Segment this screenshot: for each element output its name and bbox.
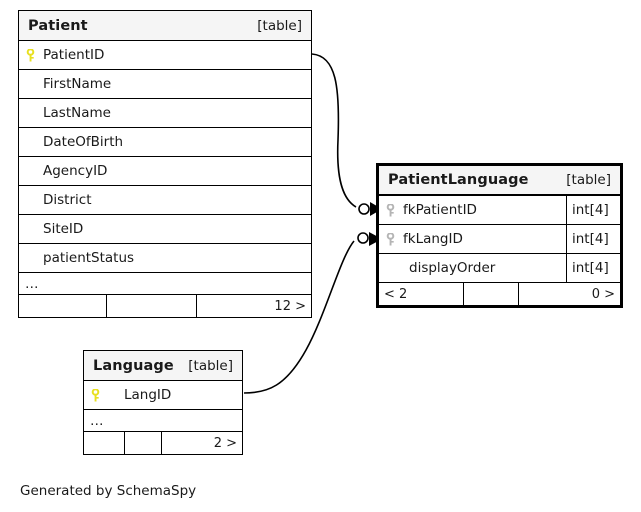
more-columns-indicator: …	[84, 410, 242, 432]
table-row[interactable]: patientStatus	[19, 244, 311, 273]
column-name: PatientID	[43, 47, 105, 63]
footer-cell-parents[interactable]	[84, 432, 125, 454]
cardinality-zero-marker	[358, 203, 370, 215]
table-header-patientlanguage[interactable]: PatientLanguage [table]	[379, 166, 620, 196]
column-name: LangID	[124, 387, 172, 403]
foreign-key-icon	[379, 232, 401, 246]
table-footer: 12 >	[19, 295, 311, 317]
column-name: DateOfBirth	[43, 134, 124, 150]
table-footer: 2 >	[84, 432, 242, 454]
table-title: PatientLanguage	[388, 172, 529, 188]
column-name: SiteID	[43, 221, 84, 237]
generated-by-caption: Generated by SchemaSpy	[20, 483, 197, 499]
footer-cell-middle[interactable]	[464, 283, 519, 305]
table-node-language[interactable]: Language [table] LangID … 2 >	[83, 350, 243, 455]
table-node-patient[interactable]: Patient [table] PatientID FirstName Last…	[18, 10, 312, 318]
table-row[interactable]: fkLangID int[4]	[379, 225, 620, 254]
table-node-patientlanguage[interactable]: PatientLanguage [table] fkPatientID int[…	[376, 163, 623, 308]
table-row[interactable]: AgencyID	[19, 157, 311, 186]
column-name: District	[43, 192, 92, 208]
foreign-key-icon	[379, 203, 401, 217]
table-header-language[interactable]: Language [table]	[84, 351, 242, 381]
table-type-tag: [table]	[188, 357, 233, 374]
table-row[interactable]: PatientID	[19, 41, 311, 70]
table-type-tag: [table]	[566, 172, 611, 188]
table-row[interactable]: SiteID	[19, 215, 311, 244]
column-name: FirstName	[43, 76, 112, 92]
footer-cell-children[interactable]: 0 >	[591, 286, 615, 302]
column-type: int[4]	[566, 196, 620, 224]
footer-cell-middle[interactable]	[107, 295, 197, 317]
more-columns-indicator: …	[19, 273, 311, 295]
table-row[interactable]: LangID	[84, 381, 242, 410]
column-type: int[4]	[566, 225, 620, 253]
column-name: AgencyID	[43, 163, 108, 179]
table-type-tag: [table]	[257, 17, 302, 34]
table-row[interactable]: displayOrder int[4]	[379, 254, 620, 283]
column-type: int[4]	[566, 254, 620, 282]
cardinality-zero-marker	[357, 232, 369, 244]
primary-key-icon	[84, 388, 106, 402]
table-title: Patient	[28, 17, 88, 34]
column-name: LastName	[43, 105, 111, 121]
column-name: fkPatientID	[403, 202, 477, 218]
table-row[interactable]: District	[19, 186, 311, 215]
table-row[interactable]: fkPatientID int[4]	[379, 196, 620, 225]
table-header-patient[interactable]: Patient [table]	[19, 11, 311, 41]
column-name: patientStatus	[43, 250, 135, 266]
table-title: Language	[93, 357, 174, 374]
footer-cell-middle[interactable]	[125, 432, 162, 454]
column-name: fkLangID	[403, 231, 463, 247]
column-name: displayOrder	[409, 260, 496, 276]
table-row[interactable]: DateOfBirth	[19, 128, 311, 157]
footer-cell-children[interactable]: 2 >	[213, 435, 237, 451]
table-row[interactable]: FirstName	[19, 70, 311, 99]
table-row[interactable]: LastName	[19, 99, 311, 128]
footer-cell-children[interactable]: 12 >	[274, 298, 306, 314]
footer-cell-parents[interactable]: < 2	[379, 283, 464, 305]
footer-cell-parents[interactable]	[19, 295, 107, 317]
table-footer: < 2 0 >	[379, 283, 620, 305]
primary-key-icon	[19, 48, 41, 62]
